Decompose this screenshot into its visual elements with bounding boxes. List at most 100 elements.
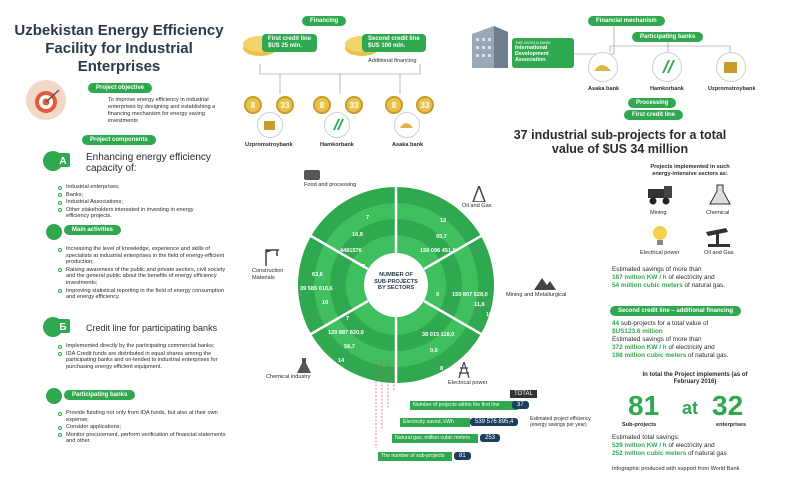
- list-item: Implemented directly by the participatin…: [58, 343, 230, 350]
- total-subprojects-label: Sub-projects: [622, 422, 657, 428]
- legend-row-label: Natural gas, million cubic meters: [392, 434, 478, 443]
- bank-label-uzpromstroybank: Uzpromstroybank: [245, 142, 293, 148]
- food-icon: [302, 168, 322, 182]
- wheel-value: 12: [440, 218, 447, 224]
- wheel-value: 11,8: [474, 302, 485, 308]
- list-item: IDA Credit funds are distributed in equa…: [58, 351, 230, 371]
- legend-row-value: 81: [454, 452, 471, 460]
- main-activities-list: Increasing the level of knowledge, exper…: [58, 246, 228, 302]
- coin-icon: 8: [313, 96, 331, 114]
- savings-first: Estimated savings of more than 167 milli…: [612, 266, 725, 289]
- wheel-value: 38 015 118,0: [422, 332, 455, 338]
- first-credit-line-badge: First credit line$US 25 mln.: [262, 34, 318, 52]
- sector-oil-gas-wheel-label: Oil and Gas: [462, 203, 492, 209]
- world-bank-name: THE WORLD BANK: [515, 40, 552, 45]
- participating-banks-pill: Participating banks: [632, 32, 704, 42]
- legend-row-value: 539 576 895,4: [470, 418, 519, 426]
- banks-icon: [42, 387, 66, 405]
- legend-connectors: [375, 360, 395, 448]
- objective-label: Project objective: [88, 83, 153, 93]
- legend-row-label: Electricity saved, kWh: [400, 418, 470, 427]
- financing-label: Financing: [302, 16, 347, 26]
- wheel-value: 14: [338, 358, 345, 364]
- savings-second: 44 sub-projects for a total value of $US…: [612, 320, 729, 359]
- hamkorbank-logo-icon: [324, 112, 350, 138]
- sector-mining-label: Mining: [650, 210, 667, 216]
- total-savings: Estimated total savings: 539 million KW …: [612, 434, 727, 457]
- list-item: Provide funding not only from IDA funds,…: [58, 410, 228, 423]
- construction-crane-icon: [262, 248, 280, 266]
- asaka-bank-logo-icon: [394, 112, 420, 138]
- financing-connectors: [259, 64, 421, 94]
- mining-truck-icon: [646, 184, 674, 206]
- uzpromstroybank-logo-icon: [257, 112, 283, 138]
- ida-name: International Development Association: [515, 45, 549, 63]
- mechanism-connector: [574, 24, 615, 55]
- wheel-value: 9: [436, 292, 440, 298]
- headline: 37 industrial sub-projects for a total v…: [513, 128, 727, 156]
- legend-note: Estimated project efficiency (energy sav…: [530, 416, 591, 428]
- bank-label-hamkorbank-right: Hamkorbank: [650, 86, 684, 92]
- legend-row-value: 253: [480, 434, 501, 442]
- list-item: Increasing the level of knowledge, exper…: [58, 246, 228, 266]
- legend-row-label: The number of sub-projects: [378, 452, 452, 461]
- oil-rig-icon: [470, 183, 488, 203]
- savings-gas: 54 million cubic meters: [612, 282, 683, 289]
- lightbulb-icon: [650, 224, 670, 248]
- coin-icon: 8: [244, 96, 262, 114]
- list-item: Improving statistical reporting in the f…: [58, 288, 228, 301]
- wheel-center-label: NUMBER OF SUB-PROJECTS BY SECTORS: [374, 272, 418, 292]
- list-item: Banks;: [58, 192, 218, 199]
- page-title: Uzbekistan Energy Efficiency Facility fo…: [14, 22, 224, 75]
- wheel-value: 129 887 820,0: [328, 330, 364, 336]
- wheel-value: 0,0: [430, 348, 438, 354]
- total-subprojects-number: 81: [628, 390, 660, 421]
- target-icon: [26, 80, 66, 120]
- bank-label-asaka: Asaka bank: [392, 142, 424, 148]
- total-enterprises-number: 32: [712, 390, 744, 421]
- wheel-value: 10: [322, 300, 329, 306]
- wheel-value: 7: [346, 316, 350, 322]
- component-a-list: Industrial enterprises; Banks; Industria…: [58, 184, 218, 221]
- list-item: Industrial enterprises;: [58, 184, 218, 191]
- additional-financing-text: Additional financing: [368, 58, 417, 64]
- wheel-value: 7: [366, 215, 370, 221]
- uzpromstroybank-logo-icon: [716, 52, 746, 82]
- wheel-value: 95,7: [436, 234, 447, 240]
- wheel-value: 8: [440, 366, 444, 372]
- savings-kw: 167 million KW / h: [612, 274, 667, 281]
- legend-total-label: TOTAL: [510, 390, 537, 398]
- coin-icon: 33: [416, 96, 434, 114]
- banks-list: Provide funding not only from IDA funds,…: [58, 410, 228, 446]
- list-item: Other stakeholders interested in investi…: [58, 207, 218, 220]
- total-enterprises-label: enterprises: [716, 422, 747, 428]
- mining-mountain-icon: [534, 276, 556, 290]
- wheel-value: 9: [296, 312, 300, 318]
- main-activities-icon: [42, 223, 66, 241]
- list-item: Industrial Associations;: [58, 199, 218, 206]
- total-heading: In total the Project implements (as of F…: [642, 372, 748, 385]
- wheel-value: 39 585 010,6: [300, 286, 333, 292]
- sector-chemical-wheel-label: Chemical industry: [266, 374, 311, 380]
- list-item: Monitor procurement, perform verificatio…: [58, 432, 228, 445]
- legend-row-label: Number of projects within the first line: [410, 401, 518, 410]
- chemical-flask-icon: [708, 184, 732, 206]
- component-a-icon: A: [42, 150, 70, 172]
- coin-icon: 8: [385, 96, 403, 114]
- component-b-title: Credit line for participating banks: [86, 323, 218, 333]
- objective-text: To improve energy efficiency in industri…: [108, 97, 216, 124]
- participating-banks-label: Participating banks: [64, 390, 136, 400]
- wheel-value: 16,9: [352, 232, 363, 238]
- banks-connector: [609, 42, 731, 52]
- coin-icon: 33: [276, 96, 294, 114]
- wheel-value: 19: [486, 312, 493, 318]
- second-line-label: Second credit line – additional financin…: [610, 306, 742, 316]
- processing-label: Processing: [628, 98, 677, 108]
- ida-badge: THE WORLD BANK International Development…: [512, 38, 574, 68]
- sector-electrical-wheel-label: Electrical power: [448, 380, 488, 386]
- legend-row-value: 37: [512, 401, 529, 409]
- bank-label-asaka-right: Asaka bank: [588, 86, 620, 92]
- wheel-value: 56,7: [344, 344, 355, 350]
- wheel-value: 150 807 528,0: [452, 292, 488, 298]
- sector-wheel: [298, 187, 494, 383]
